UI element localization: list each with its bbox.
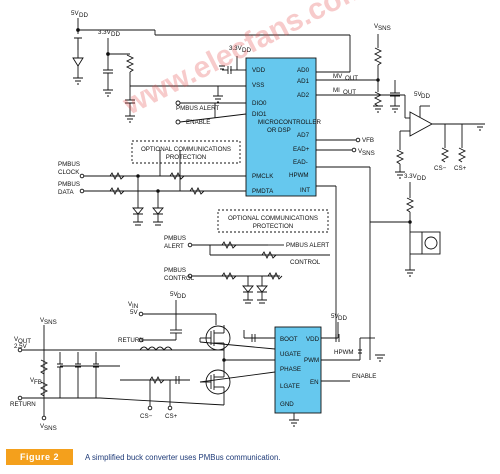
mcu-subtitle: OR DSP — [267, 127, 291, 134]
label-vfb-left-sub: FB — [34, 379, 42, 386]
driver-pin-lgate: LGATE — [280, 383, 300, 390]
label-enable-right: ENABLE — [352, 373, 376, 380]
driver-pin-en: EN — [310, 379, 319, 386]
label-33-left: 3.3V — [98, 29, 112, 36]
figure-tag: Figure 2 — [6, 449, 74, 465]
label-5v-top-sub: DD — [79, 12, 88, 19]
label-cs-plus-amp: CS+ — [454, 165, 467, 172]
label-opt-comm-2b: PROTECTION — [253, 223, 294, 230]
label-33-left-sub: DD — [111, 31, 120, 38]
label-vout-value: 2.5V — [14, 343, 28, 350]
label-mv-out: MV — [333, 73, 343, 80]
mcu-pin-dio1: DIO1 — [252, 111, 267, 118]
label-vsns-bottom-sub: SNS — [44, 425, 57, 432]
label-vin-sub: IN — [132, 303, 138, 310]
driver-pin-vdd: VDD — [306, 336, 320, 343]
mcu-pin-ad2: AD2 — [297, 92, 310, 99]
label-cs-plus-bottom: CS+ — [165, 413, 178, 420]
label-pmbus-clock-b: CLOCK — [58, 169, 80, 176]
label-vsns-top: V — [374, 23, 379, 30]
mcu-pin-ad0: AD0 — [297, 67, 310, 74]
label-vfb: VFB — [362, 137, 374, 144]
label-vsns-bottom: V — [40, 423, 45, 430]
label-33-mcu-sub: DD — [242, 47, 251, 54]
label-pmbus-data-a: PMBUS — [58, 181, 80, 188]
label-pmbus-alert-right: PMBUS ALERT — [286, 242, 329, 249]
label-vout-sub: OUT — [18, 338, 31, 345]
label-vsns-left: V — [40, 317, 45, 324]
label-pmbus-alert2-b: ALERT — [164, 243, 184, 250]
mcu-pin-vss: VSS — [252, 82, 264, 89]
label-mi-out: MI — [333, 87, 340, 94]
label-vin: V — [128, 301, 133, 308]
figure-caption-bar: Figure 2 A simplified buck converter use… — [0, 446, 500, 468]
label-opt-comm-1a: OPTIONAL COMMUNICATIONS — [141, 146, 231, 153]
label-5v-driver: 5V — [331, 313, 339, 320]
label-vfb-left: V — [30, 377, 35, 384]
mcu-pin-dio0: DIO0 — [252, 100, 267, 107]
driver-pin-phase: PHASE — [280, 366, 301, 373]
mcu-pin-ead-plus: EAD+ — [293, 146, 310, 153]
label-vin-value: 5V — [130, 309, 138, 316]
mcu-pin-vdd: VDD — [252, 67, 266, 74]
label-5v-top: 5V — [71, 10, 79, 17]
mcu-pin-ad7: AD7 — [297, 132, 310, 139]
label-vsns-ead-sub: SNS — [362, 150, 375, 157]
label-33-right-sub: DD — [417, 175, 426, 182]
driver-pin-pwm: PWM — [304, 357, 319, 364]
label-mi-out-sub: OUT — [343, 89, 356, 96]
label-pmbus-data-b: DATA — [58, 189, 74, 196]
label-vsns-ead: V — [358, 148, 363, 155]
label-pmbus-alert-in: PMBUS ALERT — [176, 105, 219, 112]
mcu-pin-pmclk: PMCLK — [252, 173, 274, 180]
figure-caption: A simplified buck converter uses PMBus c… — [85, 452, 281, 462]
mcu-pin-int: INT — [300, 187, 310, 194]
mcu-pin-hpwm: HPWM — [289, 172, 309, 179]
label-pmbus-clock-a: PMBUS — [58, 161, 80, 168]
label-cs-minus-amp: CS− — [434, 165, 447, 172]
label-pmbus-alert2-a: PMBUS — [164, 235, 186, 242]
label-pmbus-control-a: PMBUS — [164, 267, 186, 274]
mcu-pin-ead-minus: EAD- — [293, 159, 308, 166]
label-vsns-top-sub: SNS — [378, 25, 391, 32]
mcu-title: MICROCONTROLLER — [258, 119, 321, 126]
label-opt-comm-2a: OPTIONAL COMMUNICATIONS — [228, 215, 318, 222]
label-cs-minus-bottom: CS− — [140, 413, 153, 420]
label-vout: V — [14, 336, 19, 343]
label-return-top: RETURN — [118, 337, 144, 344]
label-opt-comm-1b: PROTECTION — [166, 154, 207, 161]
driver-pin-boot: BOOT — [280, 336, 298, 343]
label-control-right: CONTROL — [290, 259, 321, 266]
label-hpwm-right: HPWM — [334, 349, 354, 356]
label-mv-out-sub: OUT — [345, 75, 358, 82]
label-return-left: RETURN — [10, 401, 36, 408]
label-5v-bottom-sub: DD — [177, 293, 186, 300]
label-33-right: 3.3V — [404, 173, 418, 180]
driver-pin-gnd: GND — [280, 401, 294, 408]
label-5v-amp: 5V — [414, 91, 422, 98]
label-33-mcu: 3.3V — [229, 45, 243, 52]
label-5v-bottom: 5V — [170, 291, 178, 298]
driver-pin-ugate: UGATE — [280, 351, 301, 358]
label-pmbus-control-b: CONTROL — [164, 275, 195, 282]
mcu-pin-pmdta: PMDTA — [252, 188, 274, 195]
label-vsns-left-sub: SNS — [44, 319, 57, 326]
label-5v-amp-sub: DD — [421, 93, 430, 100]
label-enable-in: ENABLE — [186, 119, 210, 126]
mcu-pin-ad1: AD1 — [297, 78, 310, 85]
label-5v-driver-sub: DD — [338, 315, 347, 322]
buck-converter-schematic: VDD VSS DIO0 DIO1 PMCLK PMDTA AD0 AD1 AD… — [10, 10, 485, 432]
